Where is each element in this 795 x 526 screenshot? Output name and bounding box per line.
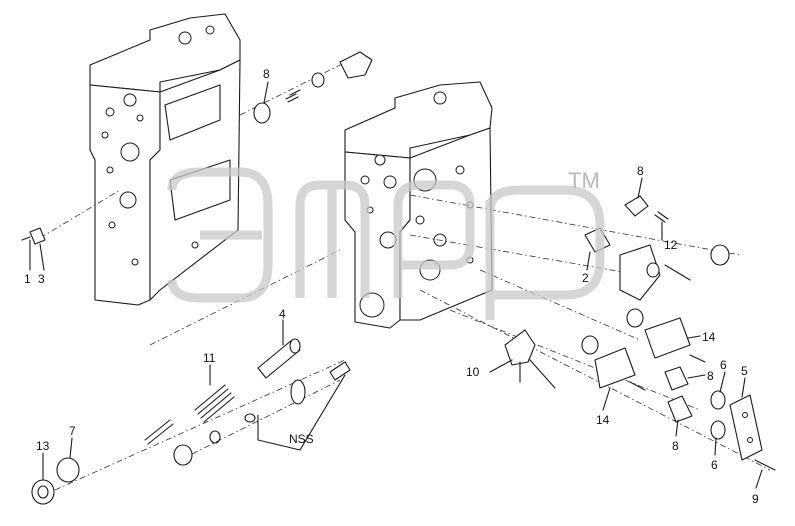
label-part-8-lower: 8	[672, 439, 679, 453]
label-part-14-right: 14	[702, 330, 716, 344]
part-nss-kit	[173, 361, 351, 466]
label-part-9: 9	[752, 492, 759, 506]
right-stack-parts	[581, 195, 776, 471]
label-part-5: 5	[741, 364, 748, 378]
label-part-8-top: 8	[263, 67, 270, 81]
part-1-bracket	[21, 227, 46, 245]
part-13-plug	[31, 479, 55, 505]
part-labels: 1 3 8 4 11 NSS 7 13 10 2 8 12 14 14 6 6 …	[24, 67, 759, 506]
watermark-trademark: TM	[568, 168, 600, 193]
label-part-6-lower: 6	[711, 458, 718, 472]
label-part-13: 13	[36, 439, 50, 453]
label-part-12: 12	[664, 238, 678, 252]
label-nss: NSS	[289, 432, 314, 446]
watermark-logo: TM	[167, 167, 605, 320]
part-4-spool	[257, 338, 301, 379]
label-part-14-left: 14	[596, 413, 610, 427]
label-part-7: 7	[69, 424, 76, 438]
label-part-10: 10	[466, 365, 480, 379]
label-part-11: 11	[203, 351, 216, 365]
label-part-3: 3	[38, 272, 45, 286]
label-part-6-upper: 6	[720, 358, 727, 372]
label-part-8-middle: 8	[707, 369, 714, 383]
label-part-1: 1	[24, 272, 31, 286]
label-part-4: 4	[279, 307, 286, 321]
part-7-washer	[56, 457, 80, 483]
label-part-8-upper-right: 8	[637, 164, 644, 178]
label-part-2: 2	[582, 271, 589, 285]
part-8-cap-top	[253, 51, 373, 124]
left-valve-body	[89, 13, 241, 306]
leader-lines	[29, 81, 763, 489]
part-11-spring	[144, 384, 235, 445]
part-10-valve	[504, 329, 556, 389]
